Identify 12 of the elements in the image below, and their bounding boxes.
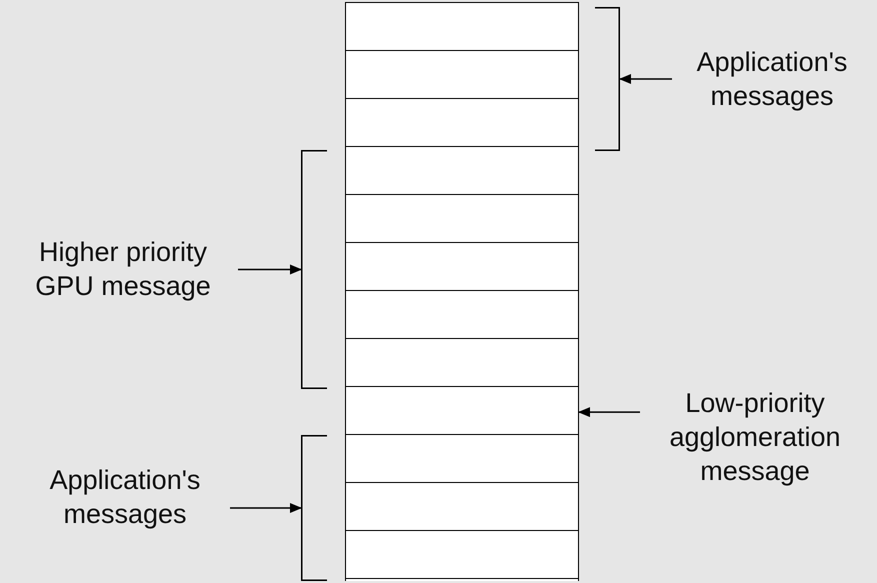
bracket [301, 435, 327, 581]
callout-label: Application's messages [48, 464, 202, 531]
arrow [619, 74, 672, 84]
callout-label: Low-priority agglomeration message [668, 387, 842, 488]
arrow [238, 264, 302, 274]
message-queue [345, 2, 579, 581]
callout-label: Application's messages [696, 46, 848, 113]
callout-label: Higher priority GPU message [34, 236, 212, 303]
arrow [230, 503, 302, 513]
bracket [595, 7, 620, 151]
bracket [301, 150, 327, 389]
arrow [578, 407, 640, 418]
